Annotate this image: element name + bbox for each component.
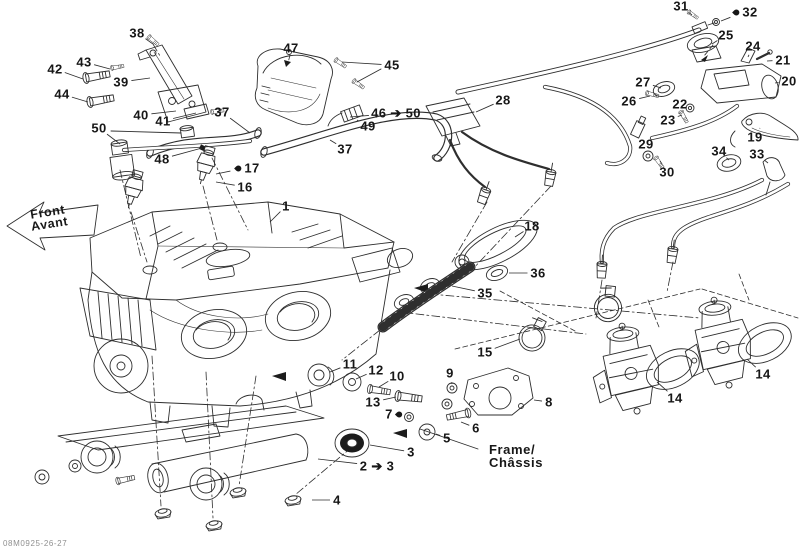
figure-code: 08M0925-26-27 [3,539,68,548]
callout-18: 18 [524,218,540,234]
throttle-cluster [642,8,799,196]
callout-46-to-50: 46 ➔ 50 [371,105,421,121]
callout-47: 47 [283,40,299,56]
front-direction-label: Front Avant [28,202,69,233]
callout-38: 38 [129,25,145,41]
callout-50: 50 [91,120,107,136]
callout-16: 16 [237,179,253,195]
frame-label-fr: Châssis [488,455,544,470]
callout-31: 31 [673,0,689,14]
callout-37: 37 [214,104,230,120]
air-silencer [254,48,366,126]
callout-44: 44 [54,86,70,102]
callout-1: 1 [282,198,290,214]
callout-4: 4 [333,492,341,508]
callout-7: 7 [385,408,405,421]
callout-30: 30 [659,164,675,180]
callout-3: 3 [407,444,415,460]
fuel-line-group [109,104,364,181]
callout-12: 12 [368,362,384,378]
extra-leaders [110,68,479,450]
callout-49: 49 [360,118,376,134]
loctite-drop-icon [394,410,404,419]
callout-40: 40 [133,107,149,123]
callout-45: 45 [384,57,400,73]
callout-19: 19 [747,129,763,145]
callout-28: 28 [495,92,511,108]
callout-33: 33 [749,146,765,162]
callout-48: 48 [154,151,170,167]
callout-21: 21 [775,52,791,68]
frame-chassis-label: Frame/ Châssis [489,443,543,469]
loctite-drop-icon [732,8,741,17]
cables [455,21,791,279]
callout-9: 9 [446,365,454,381]
callout-8: 8 [545,394,553,410]
loctite-drop-icon [234,164,243,173]
callout-13: 13 [365,394,381,410]
callout-15: 15 [477,344,493,360]
callout-14: 14 [755,366,771,382]
callout-26: 26 [621,93,637,109]
callout-17: 17 [232,162,259,175]
front-arrow-shape [6,201,99,251]
callout-27: 27 [635,74,651,90]
callout-43: 43 [76,54,92,70]
engine-mount-assembly [34,394,325,532]
callout-42: 42 [47,61,63,77]
ignition-coil-group [425,97,558,206]
callout-29: 29 [638,136,654,152]
callout-10: 10 [389,368,405,384]
callout-6: 6 [472,420,480,436]
callout-20: 20 [781,73,797,89]
frame-label-en: Frame/ [488,442,536,457]
callout-32: 32 [730,6,757,19]
callout-25: 25 [718,27,734,43]
callout-36: 36 [530,265,546,281]
callout-35: 35 [477,285,493,301]
callout-5: 5 [443,430,451,446]
intake-parts [377,219,625,354]
callout-41: 41 [155,113,171,129]
callout-37: 37 [337,141,353,157]
callout-24: 24 [745,38,761,54]
callout-34: 34 [711,143,727,159]
callout-11: 11 [342,356,358,372]
callout-23: 23 [660,112,676,128]
callout-22: 22 [672,96,688,112]
callout-39: 39 [113,74,129,90]
callout-14: 14 [667,390,683,406]
callout-2-to-3: 2 ➔ 3 [359,458,395,474]
